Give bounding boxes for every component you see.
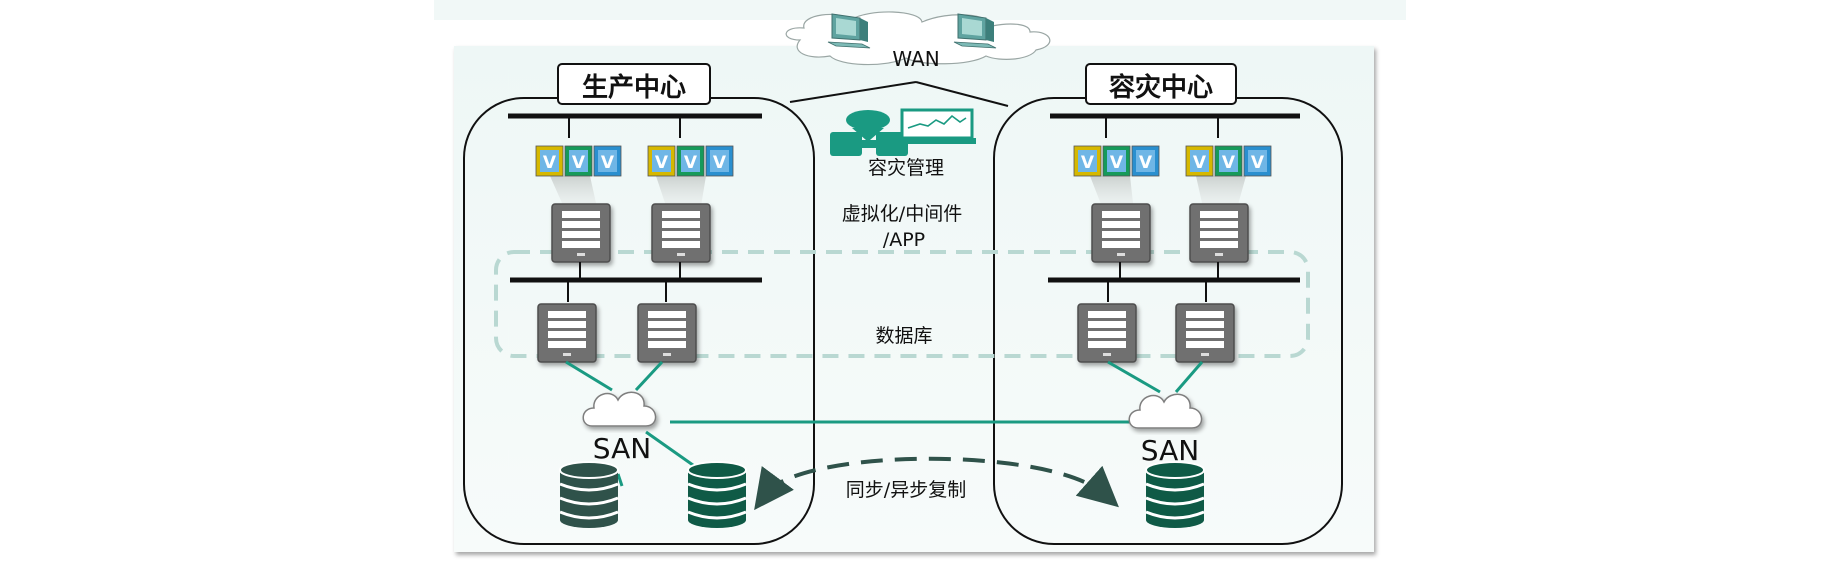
virtualization-label-line1: 虚拟化/中间件 [842,203,962,225]
wan-label: WAN [892,47,939,71]
disaster-vm-group-1-icon [1073,145,1160,177]
production-title: 生产中心 [582,73,686,103]
disaster-db-server-2-icon [1175,303,1235,363]
production-app-tier [508,113,762,212]
virtualization-label-line2: /APP [883,229,925,251]
database-label: 数据库 [875,325,932,347]
production-app-server-2-icon [651,203,711,263]
disaster-title-box [1085,63,1237,105]
wan-link-production [789,81,917,103]
replication-label: 同步/异步复制 [846,479,966,501]
disaster-app-server-2-icon [1189,203,1249,263]
production-db-server-2-icon [637,303,697,363]
production-vm-group-2-icon [647,145,734,177]
production-app-server-1-icon [551,203,611,263]
production-db-server-1-icon [537,303,597,363]
top-band [434,0,1406,20]
disaster-title: 容灾中心 [1109,72,1213,103]
production-title-box [557,63,711,105]
disaster-vm-group-2-icon [1185,145,1272,177]
production-san-label: SAN [593,432,651,465]
wan-link-disaster [915,81,1009,107]
production-storage-2-icon [686,460,748,530]
dr-management-icon [830,108,976,156]
disaster-db-server-1-icon [1077,303,1137,363]
disaster-app-server-1-icon [1091,203,1151,263]
replication-arrow [754,456,1119,511]
database-tier-band [494,250,1310,358]
dr-management-label: 容灾管理 [868,157,944,179]
disaster-app-tier [1050,113,1300,212]
production-vm-group-1-icon [535,145,622,177]
production-storage-1-icon [558,460,620,530]
disaster-storage-icon [1144,460,1206,530]
